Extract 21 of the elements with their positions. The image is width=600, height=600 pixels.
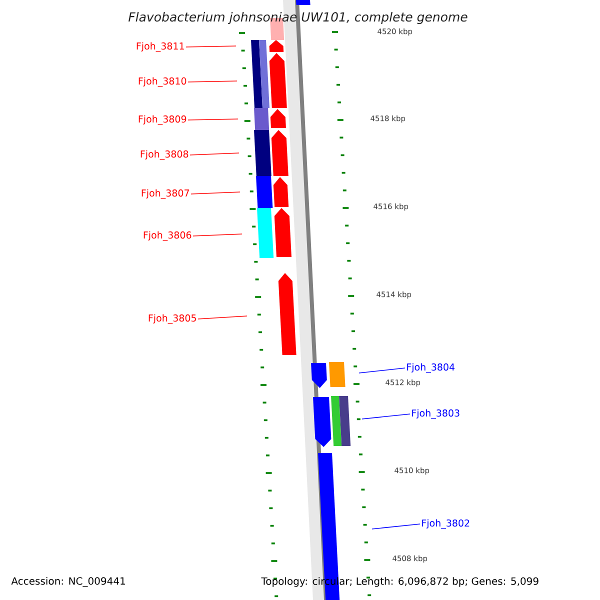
leader-line — [186, 46, 236, 48]
gene-label: Fjoh_3806 — [144, 231, 192, 241]
leader-line — [190, 192, 240, 194]
gene-label: Fjoh_3802 — [422, 519, 470, 529]
leader-line — [198, 316, 248, 320]
leader-line — [188, 80, 238, 82]
gene-label: Fjoh_3803 — [412, 409, 460, 419]
gene-label: Fjoh_3805 — [148, 314, 196, 324]
leader-line — [358, 368, 406, 374]
leader-line — [362, 414, 410, 420]
leader-line — [188, 118, 238, 120]
gene-label: Fjoh_3804 — [407, 363, 455, 373]
gene-label: Fjoh_3808 — [140, 150, 188, 160]
info-text: Accession: NC_009441 — [11, 577, 125, 587]
gene-label: Fjoh_3810 — [138, 77, 186, 87]
gene-label: Fjoh_3811 — [136, 42, 184, 52]
leader-line — [372, 524, 420, 530]
gene-label: Fjoh_3809 — [138, 115, 186, 125]
leader-line — [190, 152, 240, 156]
leader-line — [192, 234, 242, 236]
gene-label: Fjoh_3807 — [142, 189, 189, 199]
